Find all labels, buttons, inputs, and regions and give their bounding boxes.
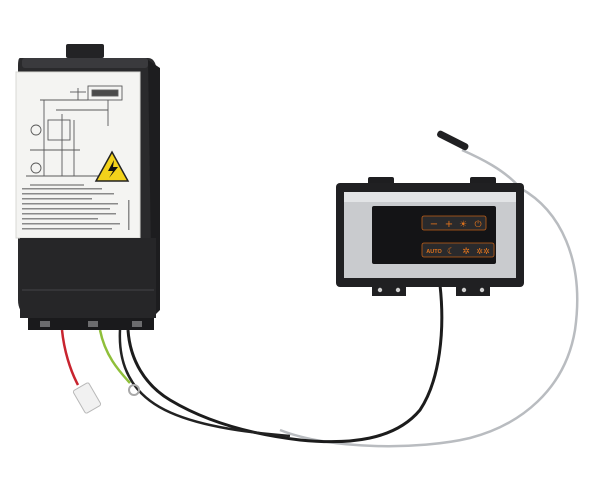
button-row-2: AUTO ☾ ✲ ✲✲ — [421, 242, 495, 258]
black-lead — [118, 329, 291, 438]
label-fine-print — [22, 188, 130, 230]
heat-mode-button[interactable]: ☀ — [459, 220, 467, 230]
fan-high-button[interactable]: ✲✲ — [476, 247, 490, 256]
circuit-diagram — [26, 85, 123, 186]
power-button[interactable]: ⏻ — [474, 219, 481, 230]
thermostat-controller: − + ☀ ⏻ AUTO ☾ ✲ ✲✲ — [336, 177, 524, 296]
plus-button[interactable]: + — [445, 219, 453, 230]
fan-low-button[interactable]: ✲ — [462, 247, 470, 257]
green-wire — [98, 329, 131, 384]
black-cable — [126, 284, 444, 444]
minus-button[interactable]: − — [430, 219, 438, 230]
ring-terminal — [128, 384, 140, 396]
electrical-warning-icon — [94, 150, 130, 182]
mounting-tabs — [372, 284, 490, 296]
button-row-1: − + ☀ ⏻ — [421, 215, 487, 231]
temperature-probe — [437, 130, 469, 151]
power-unit — [15, 44, 160, 330]
white-connector — [72, 382, 102, 414]
auto-button[interactable]: AUTO — [426, 249, 442, 255]
night-mode-button[interactable]: ☾ — [447, 247, 455, 257]
probe-cable — [279, 186, 579, 448]
red-wire — [60, 329, 80, 386]
